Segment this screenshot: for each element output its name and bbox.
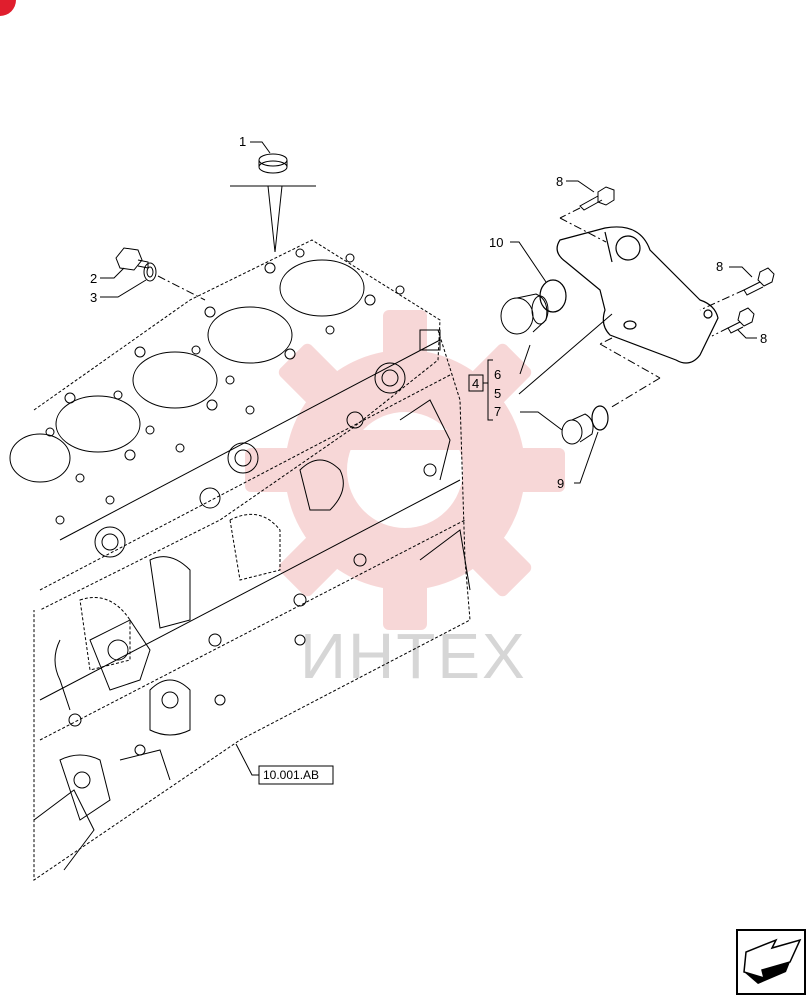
leader-3 [100, 279, 147, 298]
callout-8-top: 8 [556, 174, 563, 189]
part-8-bolt-top [579, 186, 615, 211]
callout-4: 4 [472, 376, 479, 391]
callout-8-lower: 8 [760, 331, 767, 346]
reference-box [258, 765, 334, 785]
part-1-seal-ring [230, 153, 316, 253]
engine-block [9, 239, 471, 881]
part-8-bolt-right [743, 267, 775, 296]
callout-10: 10 [489, 235, 503, 250]
watermark-logo [245, 310, 565, 630]
assembly-lines [559, 207, 745, 409]
leaders-right [510, 180, 757, 484]
callout-9: 9 [557, 476, 564, 491]
part-10-o-ring [539, 279, 567, 313]
leader-ref [235, 743, 259, 776]
callout-2: 2 [90, 271, 97, 286]
reference-label: 10.001.AB [263, 768, 319, 782]
watermark-text: ИНТЕХ [300, 620, 527, 692]
part-3-washer [143, 262, 157, 282]
callout-3: 3 [90, 290, 97, 305]
corner-badge [0, 0, 16, 16]
callout-7: 7 [494, 404, 501, 419]
part-6-cup-plug [500, 293, 549, 335]
next-page-arrow-icon[interactable] [736, 929, 806, 995]
centerline-2 [157, 275, 206, 301]
callout-5: 5 [494, 386, 501, 401]
part-5-bracket [556, 226, 719, 364]
callout-6: 6 [494, 367, 501, 382]
part-8-bolt-lower [727, 307, 755, 334]
part-2-plug [115, 247, 149, 271]
part-7-plug [561, 413, 594, 445]
callout-1: 1 [239, 134, 246, 149]
leader-1 [250, 141, 271, 154]
callout-8-right: 8 [716, 259, 723, 274]
leader-2 [100, 267, 125, 279]
part-9-o-ring [591, 405, 609, 431]
group-bracket [468, 359, 493, 421]
